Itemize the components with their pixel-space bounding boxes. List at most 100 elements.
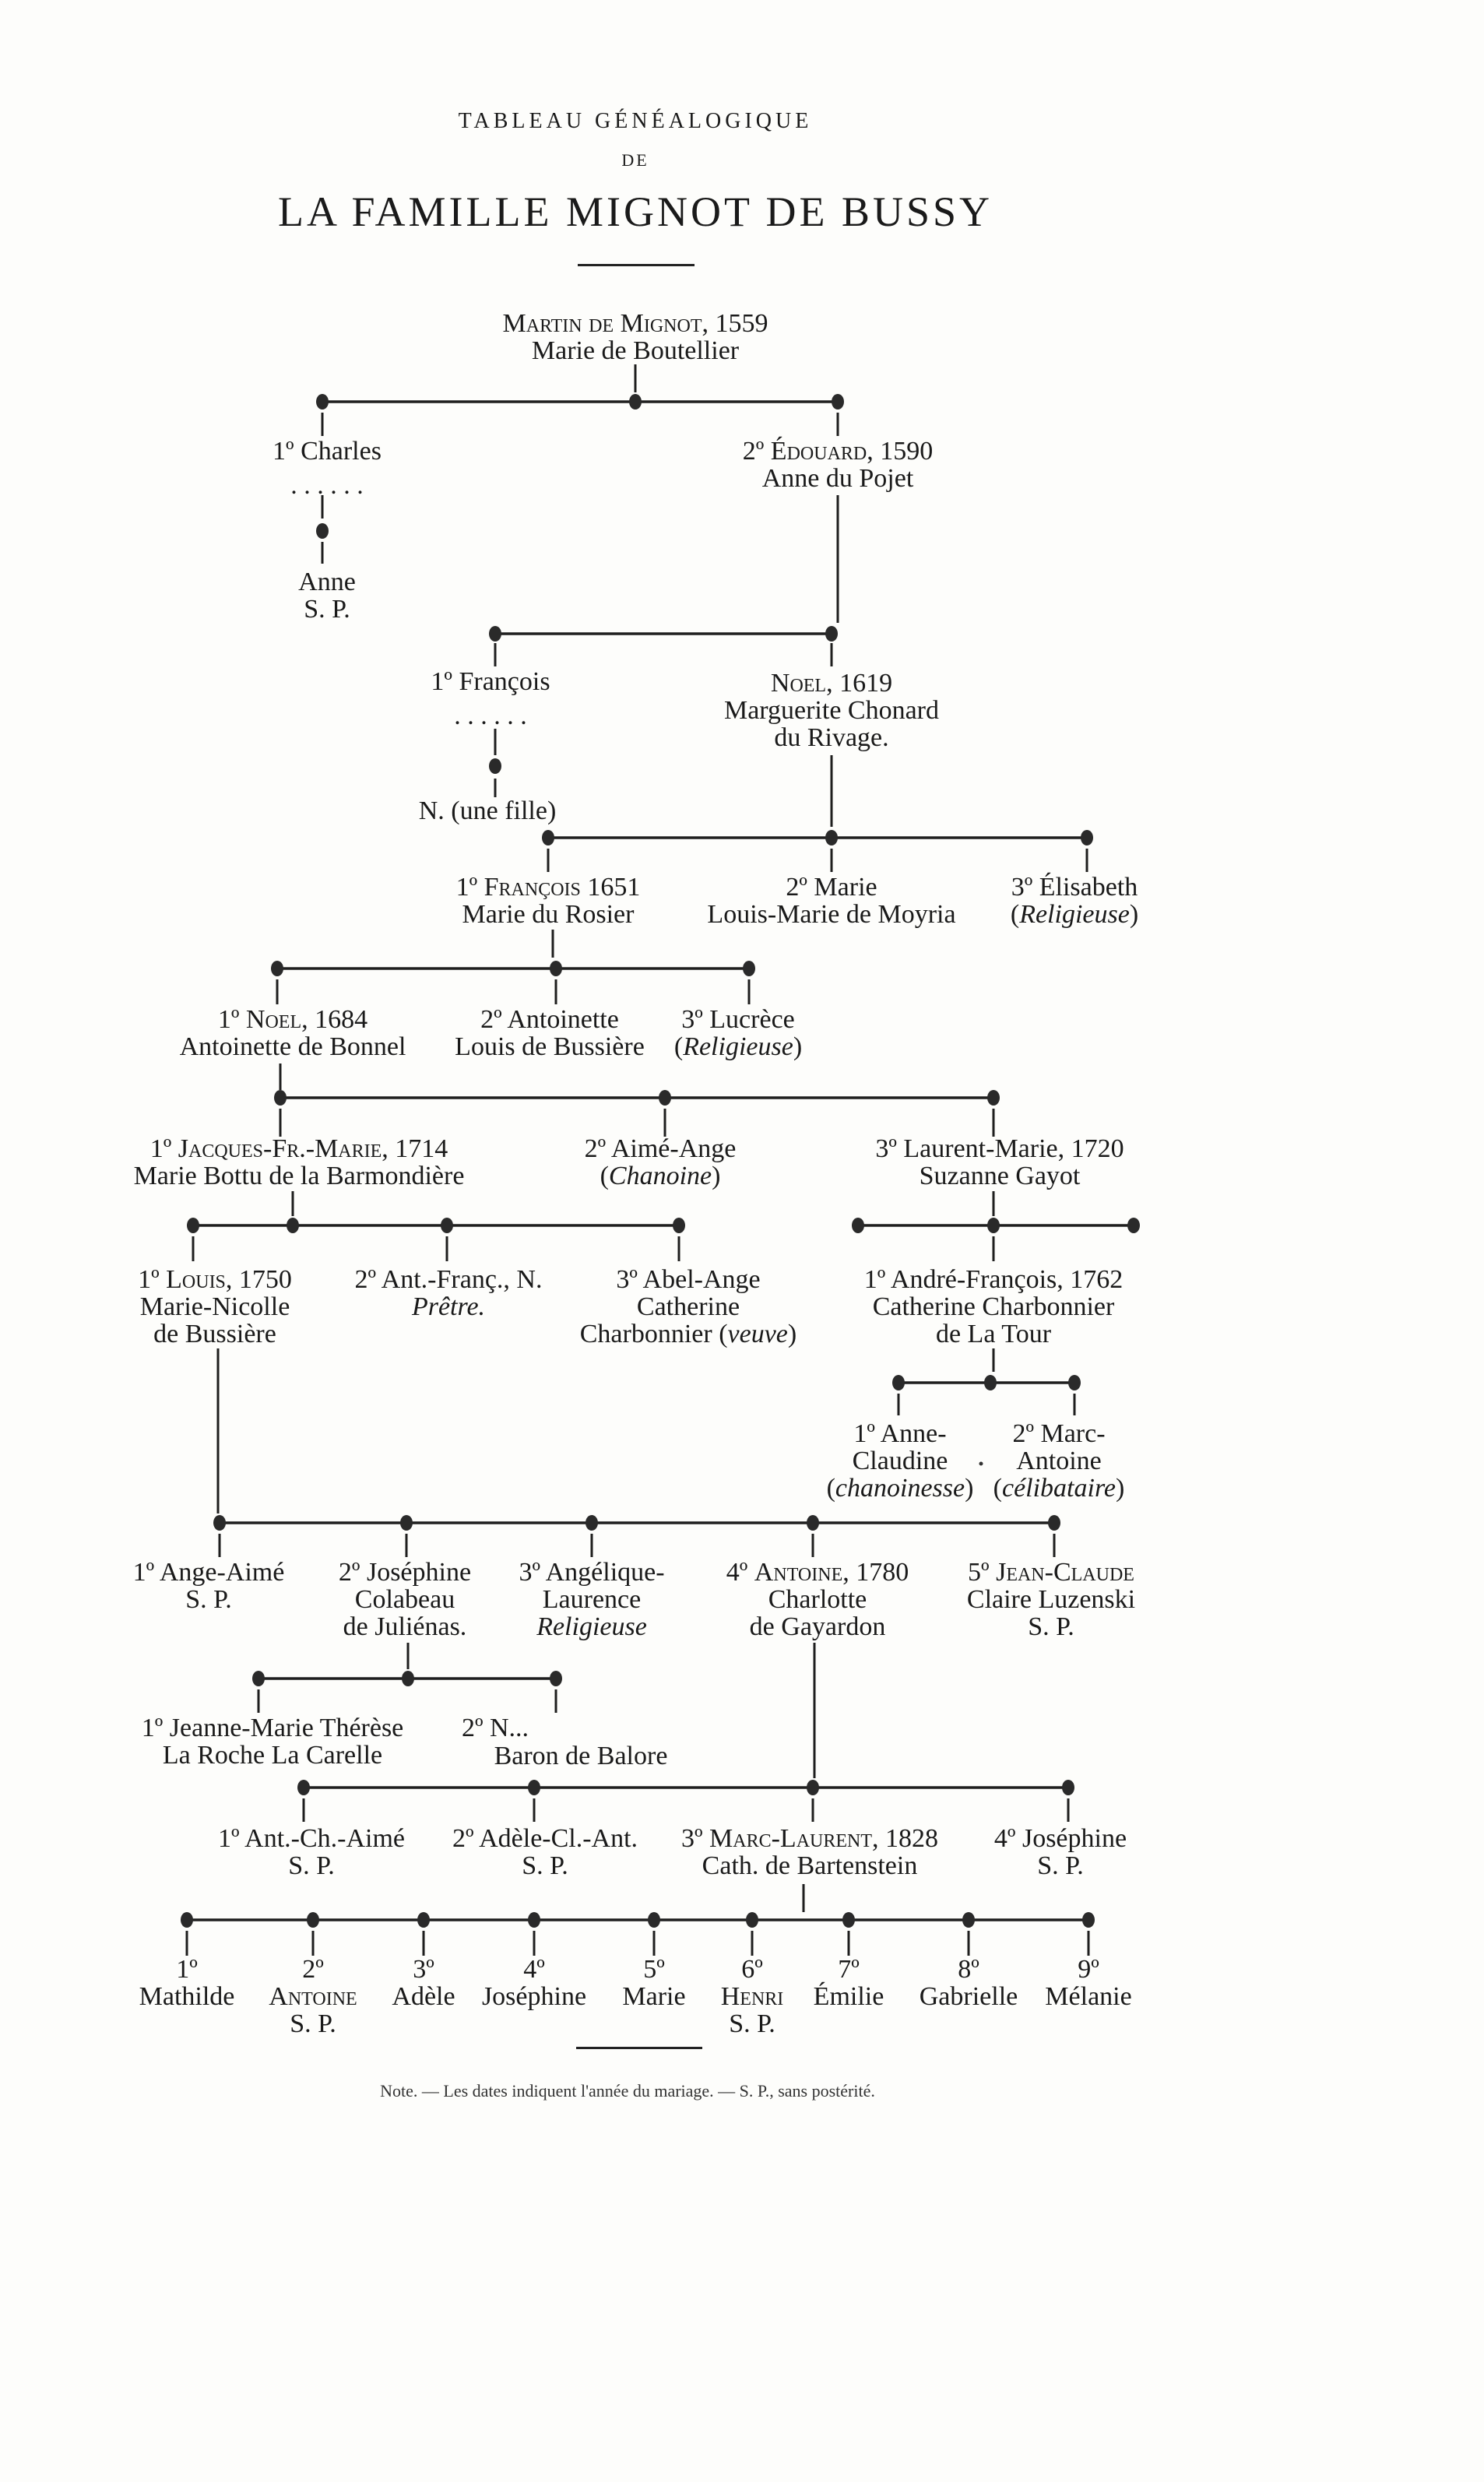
- person-text: Louis-Marie de Moyria: [707, 900, 956, 929]
- person-text: 5º: [968, 1558, 997, 1587]
- person-text: ): [793, 1032, 803, 1061]
- person-line: Marie Bottu de la Barmondière: [134, 1163, 465, 1190]
- person-status: Religieuse: [1019, 900, 1130, 929]
- person-line: 1º François 1651: [456, 874, 641, 901]
- sibling-node-dot: [252, 1671, 265, 1686]
- person-text: de Gayardon: [749, 1612, 886, 1641]
- person-line: 1º Charles: [273, 438, 382, 465]
- person-line: Charbonnier (veuve): [580, 1321, 797, 1348]
- person-name: Henri: [720, 1982, 784, 2011]
- sibling-node-dot: [825, 626, 838, 642]
- person-text: 7º: [838, 1955, 860, 1984]
- sibling-node-dot: [441, 1218, 453, 1233]
- person-text: Marie de Boutellier: [531, 336, 740, 365]
- person-line: . . . . . .: [290, 473, 364, 499]
- person-text: Marie Bottu de la Barmondière: [133, 1162, 465, 1190]
- person-line: . . . . . .: [454, 703, 527, 729]
- person-text: 3º Laurent-Marie, 1720: [875, 1134, 1124, 1163]
- person-text: de Juliénas.: [343, 1612, 467, 1641]
- sibling-node-dot: [528, 1912, 540, 1928]
- person-text: Charlotte: [768, 1585, 867, 1614]
- person-text: S. P.: [1028, 1612, 1074, 1641]
- sibling-node-dot: [807, 1515, 819, 1531]
- person-text: Catherine: [636, 1292, 740, 1321]
- person-text: 2º Joséphine: [338, 1558, 472, 1587]
- person-line: Marie: [622, 1984, 685, 2010]
- person-line: Joséphine: [482, 1984, 586, 2010]
- person-text: S. P.: [185, 1585, 232, 1614]
- person-line: Claudine: [853, 1448, 948, 1475]
- person-text: (: [673, 1032, 684, 1061]
- person-text: , 1590: [867, 437, 934, 466]
- sibling-node-dot: [550, 1671, 562, 1686]
- sibling-node-dot: [316, 523, 329, 539]
- person-line: 3º: [413, 1956, 434, 1983]
- person-line: 2º Joséphine: [339, 1559, 471, 1586]
- person-line: Colabeau: [355, 1587, 455, 1613]
- person-line: 2º Aimé-Ange: [585, 1136, 737, 1162]
- sibling-node-dot: [987, 1090, 1000, 1106]
- sibling-node-dot: [987, 1218, 1000, 1233]
- person-text: 1º André-François, 1762: [863, 1265, 1124, 1294]
- sibling-node-dot: [1068, 1375, 1081, 1390]
- person-status: Religieuse: [536, 1612, 647, 1641]
- person-line: 2º: [302, 1956, 324, 1983]
- sibling-node-dot: [489, 626, 501, 642]
- person-text: Adèle: [392, 1982, 455, 2011]
- person-line: 1º Ant.-Ch.-Aimé: [218, 1826, 405, 1852]
- person-line: (Chanoine): [600, 1163, 721, 1190]
- person-text: Antoine: [1016, 1447, 1102, 1475]
- person-text: Colabeau: [354, 1585, 455, 1614]
- person-text: , 1714: [382, 1134, 448, 1163]
- person-line: 1º Ange-Aimé: [133, 1559, 285, 1586]
- person-name: Louis: [166, 1265, 226, 1294]
- sibling-node-dot: [1062, 1780, 1074, 1795]
- person-text: 9º: [1078, 1955, 1099, 1984]
- person-text: 2º Marc-: [1012, 1419, 1106, 1448]
- sibling-node-dot: [1127, 1218, 1140, 1233]
- person-text: 2º: [742, 437, 771, 466]
- person-line: Cath. de Bartenstein: [702, 1853, 918, 1879]
- person-text: S. P.: [290, 2009, 336, 2038]
- person-name: Marc-Laurent: [709, 1824, 873, 1853]
- person-line: 3º Abel-Ange: [616, 1267, 760, 1293]
- person-line: 1º André-François, 1762: [864, 1267, 1124, 1293]
- person-name: Antoine: [754, 1558, 843, 1587]
- person-name: Martin de Mignot: [502, 309, 702, 338]
- sibling-node-dot: [807, 1780, 819, 1795]
- person-line: 2º N...: [462, 1715, 529, 1742]
- person-line: Claire Luzenski: [967, 1587, 1135, 1613]
- person-line: (célibataire): [993, 1475, 1125, 1502]
- person-line: Anne: [298, 569, 356, 596]
- person-text: N. (une fille): [418, 796, 557, 825]
- person-text: 6º: [741, 1955, 763, 1984]
- sibling-node-dot: [1048, 1515, 1060, 1531]
- person-line: Antoinette de Bonnel: [180, 1034, 406, 1060]
- person-text: , 1559: [702, 309, 768, 338]
- title-divider: [578, 264, 695, 266]
- person-line: 1º Noel, 1684: [218, 1007, 367, 1033]
- person-line: Adèle: [392, 1984, 455, 2010]
- person-line: Catherine: [637, 1294, 740, 1320]
- person-text: Catherine Charbonnier: [872, 1292, 1115, 1321]
- person-text: 3º Angélique-: [519, 1558, 665, 1587]
- person-text: 5º: [643, 1955, 665, 1984]
- sibling-node-dot: [743, 961, 755, 976]
- person-text: 1º Anne-: [853, 1419, 947, 1448]
- person-line: S. P.: [304, 596, 350, 623]
- sibling-node-dot: [550, 961, 562, 976]
- person-line: 2º Adèle-Cl.-Ant.: [452, 1826, 638, 1852]
- person-line: Suzanne Gayot: [920, 1163, 1081, 1190]
- person-text: ): [712, 1162, 721, 1190]
- sibling-node-dot: [832, 394, 844, 410]
- person-text: 4º: [523, 1955, 545, 1984]
- sibling-node-dot: [852, 1218, 864, 1233]
- person-text: S. P.: [304, 595, 350, 624]
- person-status: célibataire: [1001, 1474, 1117, 1503]
- person-line: S. P.: [1037, 1853, 1084, 1879]
- person-line: 1º Louis, 1750: [138, 1267, 292, 1293]
- sibling-node-dot: [528, 1780, 540, 1795]
- person-name: François: [484, 873, 581, 902]
- person-status: Prêtre.: [411, 1292, 486, 1321]
